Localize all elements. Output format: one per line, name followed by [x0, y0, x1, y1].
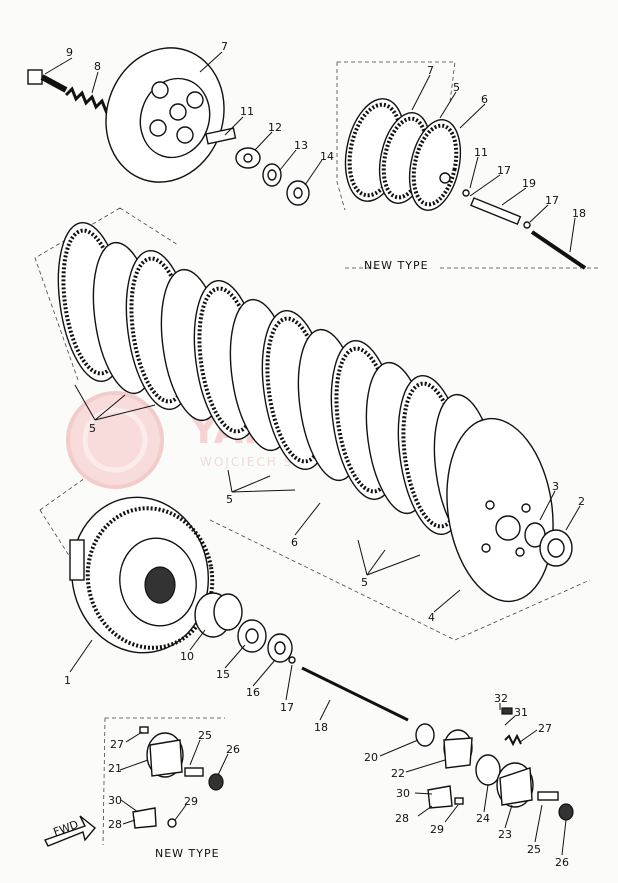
callout-4: 4	[428, 611, 435, 624]
callout-7: 7	[221, 40, 228, 53]
clutch-pack-box-upper	[34, 207, 179, 381]
callout-19: 19	[522, 177, 536, 190]
new-type-top-box	[336, 61, 600, 269]
callout-5-stack-b: 5	[226, 493, 233, 506]
screw-31	[501, 707, 513, 715]
rod-19-and-18-top	[462, 189, 587, 270]
callout-5-new-type: 5	[453, 81, 460, 94]
callout-6: 6	[291, 536, 298, 549]
callout-25: 25	[527, 843, 541, 856]
new-type-bottom-box	[102, 717, 225, 846]
spring-8	[64, 86, 114, 114]
callout-29: 29	[430, 823, 444, 836]
pushrod-18	[301, 666, 409, 722]
callout-26: 26	[555, 856, 569, 869]
callout-20: 20	[364, 751, 378, 764]
washer-14	[286, 180, 310, 206]
spring-27	[504, 733, 522, 747]
bracket-28-30	[427, 785, 464, 809]
clutch-boss-4	[446, 417, 554, 603]
callout-10: 10	[180, 650, 194, 663]
callout-28: 28	[395, 812, 409, 825]
new-type-label-bottom: NEW TYPE	[155, 847, 220, 860]
bolt-25	[537, 791, 559, 801]
callout-17-new-type-b: 17	[545, 194, 559, 207]
fwd-arrow: FWD	[44, 815, 96, 847]
watermark-logo	[66, 391, 164, 489]
housing-23	[496, 762, 534, 808]
new-type-label-top: NEW TYPE	[364, 259, 429, 272]
callout-12: 12	[268, 121, 282, 134]
pressure-plate-7	[105, 47, 225, 183]
callout-3: 3	[552, 480, 559, 493]
callout-5-stack-a: 5	[89, 422, 96, 435]
callout-30: 30	[396, 787, 410, 800]
primary-driven-gear-1	[69, 496, 215, 654]
callout-9: 9	[66, 46, 73, 59]
bearing-20	[415, 723, 435, 747]
callout-23: 23	[498, 828, 512, 841]
callout-26-new-type: 26	[226, 743, 240, 756]
callout-15: 15	[216, 668, 230, 681]
nut-26	[558, 803, 574, 821]
callout-21: 21	[108, 762, 122, 775]
callout-25-new-type: 25	[198, 729, 212, 742]
callout-24: 24	[476, 812, 490, 825]
callout-17: 17	[280, 701, 294, 714]
callout-14: 14	[320, 150, 334, 163]
bolt-9	[27, 69, 68, 93]
callout-22: 22	[391, 767, 405, 780]
callout-18-new-type: 18	[572, 207, 586, 220]
callout-11: 11	[240, 105, 254, 118]
washer-13	[262, 163, 282, 187]
new-type-pressure-plate	[344, 98, 462, 211]
callout-13: 13	[294, 139, 308, 152]
callout-29-new-type: 29	[184, 795, 198, 808]
ball-17	[288, 656, 296, 664]
callout-7-new-type: 7	[427, 64, 434, 77]
callout-28-new-type: 28	[108, 818, 122, 831]
callout-8: 8	[94, 60, 101, 73]
callout-2: 2	[578, 495, 585, 508]
washer-16	[267, 633, 293, 663]
callout-18: 18	[314, 721, 328, 734]
callout-27: 27	[538, 722, 552, 735]
washer-2	[539, 529, 573, 567]
callout-6-new-type: 6	[481, 93, 488, 106]
callout-27-new-type: 27	[110, 738, 124, 751]
callout-30-new-type: 30	[108, 794, 122, 807]
callout-11-new-type: 11	[474, 146, 488, 159]
callout-5-stack-c: 5	[361, 576, 368, 589]
spacer-10	[194, 592, 243, 638]
washer-15	[237, 619, 267, 653]
callout-32: 32	[494, 692, 508, 705]
callout-1: 1	[64, 674, 71, 687]
nut-12	[235, 147, 261, 169]
callout-17-new-type-a: 17	[497, 164, 511, 177]
callout-31: 31	[514, 706, 528, 719]
cover-24	[475, 754, 501, 786]
leader-lines	[44, 51, 581, 856]
lever-22	[443, 729, 473, 769]
callout-labels: 9 8 7 11 12 13 14 7 5 6 11 17 19 17 18 5…	[64, 40, 586, 869]
new-type-bottom-parts	[132, 726, 224, 829]
callout-16: 16	[246, 686, 260, 699]
